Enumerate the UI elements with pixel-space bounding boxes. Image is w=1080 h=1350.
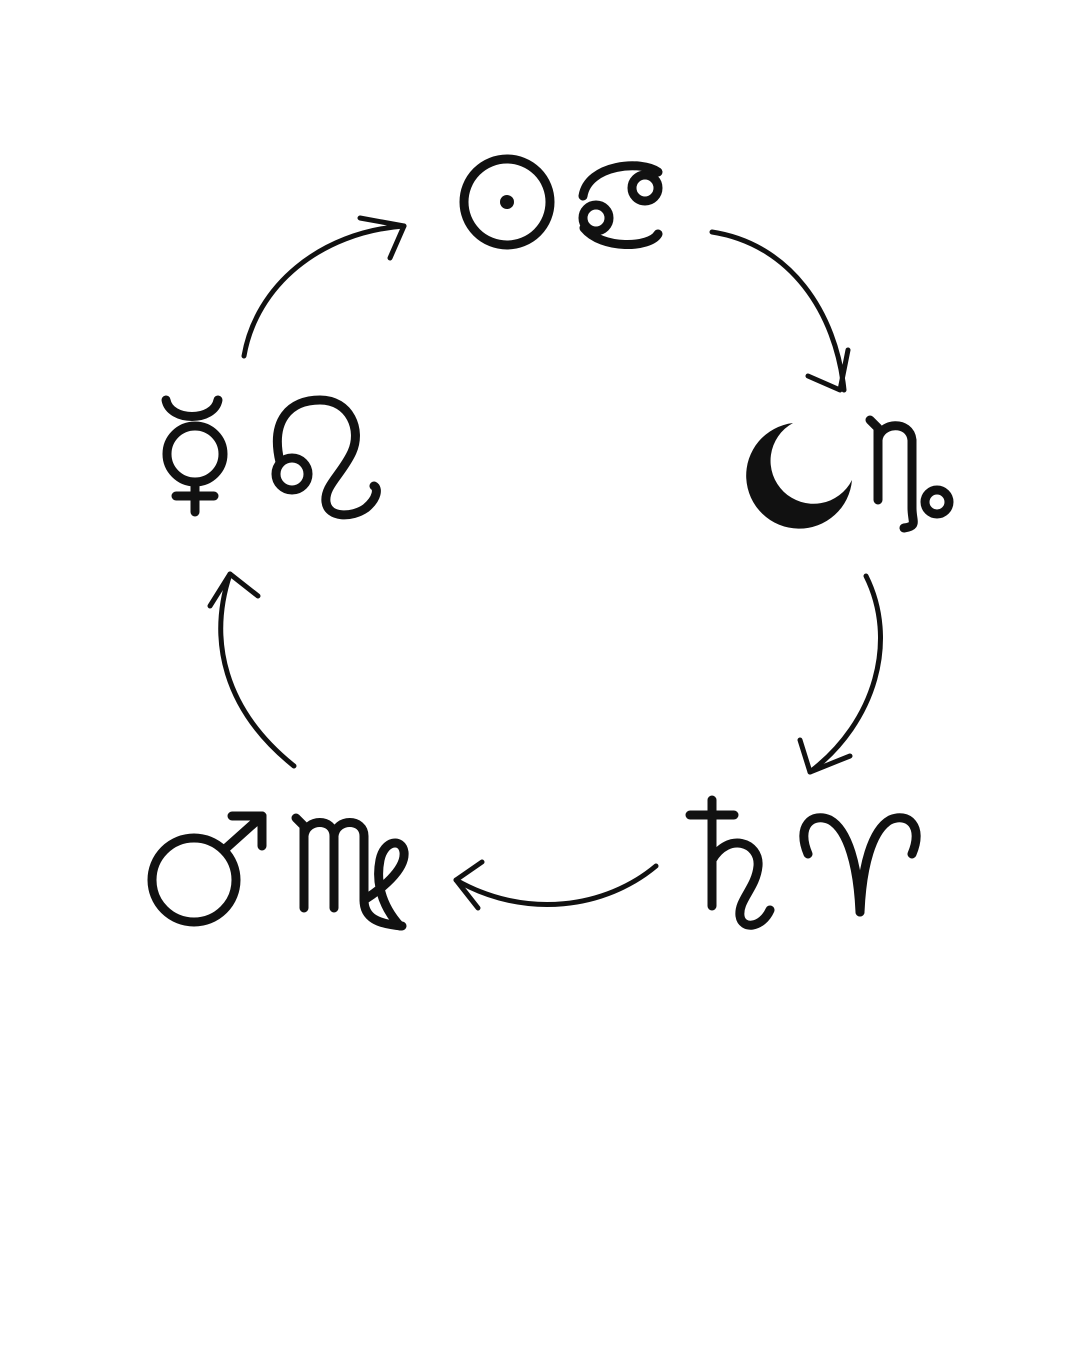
sun-icon	[459, 154, 555, 250]
cancer-icon	[578, 161, 663, 249]
arrow-mars-to-mercury	[207, 571, 297, 769]
node-sun-cancer	[459, 154, 663, 250]
arrow-moon-to-saturn	[797, 573, 883, 775]
mars-icon	[147, 811, 267, 927]
node-moon-capricorn	[746, 415, 954, 533]
node-mars-virgo	[147, 811, 409, 931]
virgo-icon	[291, 813, 409, 931]
leo-icon	[271, 395, 381, 520]
saturn-icon	[685, 795, 775, 930]
capricorn-icon	[865, 415, 954, 533]
moon-icon	[746, 423, 852, 529]
node-saturn-aries	[685, 795, 921, 930]
arrow-sun-to-moon	[709, 229, 851, 393]
mercury-icon	[161, 395, 228, 517]
node-mercury-leo	[161, 395, 381, 520]
arrow-mercury-to-sun	[241, 215, 407, 359]
aries-icon	[799, 813, 921, 917]
arrow-saturn-to-mars	[453, 859, 659, 911]
